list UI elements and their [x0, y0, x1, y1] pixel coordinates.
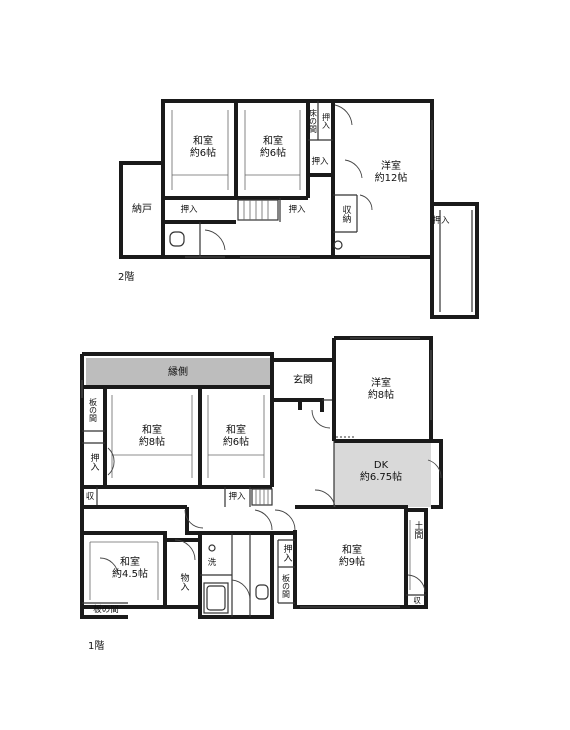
- floor2-washitsu-a-label: 和室 約6帖: [190, 136, 216, 160]
- floor1-engawa: 縁側: [168, 367, 188, 378]
- floor1-yoshitsu-name: 洋室: [371, 378, 391, 389]
- floor2-yoshitsu-label: 洋室 約12帖: [375, 161, 408, 185]
- floor1-itanoma-3: 板の間: [281, 574, 291, 598]
- floor2-oshiire-4: 押入: [321, 113, 331, 129]
- floor2-nando-label: 納戸: [132, 204, 152, 215]
- floor1-shu-1: 収: [85, 492, 95, 502]
- floor2-washitsu-b-label: 和室 約6帖: [260, 136, 286, 160]
- floor1-washitsu-b-label: 和室 約6帖: [223, 425, 249, 449]
- floor1-yoshitsu-label: 洋室 約8帖: [368, 378, 394, 402]
- floor2-washitsu-a-size: 約6帖: [189, 148, 217, 159]
- floor1-oshiire-3: 押入: [281, 544, 292, 562]
- floor1-washitsu-b-size: 約6帖: [222, 437, 250, 448]
- floor2-oshiire-5: 押入: [432, 216, 450, 226]
- floor1-title: 1階: [88, 641, 105, 652]
- floor1-washitsu-c-name: 和室: [342, 545, 362, 556]
- floor1-washitsu-c-size: 約9帖: [338, 557, 366, 568]
- floor2-yoshitsu-size: 約12帖: [374, 173, 408, 184]
- floor2-yoshitsu-name: 洋室: [380, 161, 401, 172]
- floor2-oshiire-3: 押入: [311, 157, 329, 167]
- floor1-plan: [80, 336, 443, 619]
- floor1-monoire: 物入: [178, 573, 189, 591]
- floor2-washitsu-b-name: 和室: [263, 136, 283, 147]
- floor1-shu-2: 収: [413, 596, 421, 605]
- floor1-dk-label: DK 約6.75帖: [360, 460, 402, 484]
- floor2-washitsu-b-size: 約6帖: [259, 148, 287, 159]
- floor1-washitsu-b-name: 和室: [226, 425, 246, 436]
- floor1-dk-name: DK: [373, 460, 389, 471]
- floor2-plan: [119, 99, 479, 319]
- floor1-washitsu-d-label: 和室 約4.5帖: [112, 557, 148, 581]
- floor1-washitsu-a-size: 約8帖: [138, 437, 166, 448]
- floor1-washitsu-a-name: 和室: [142, 425, 162, 436]
- floor2-shuno: 収納: [340, 205, 351, 223]
- floor2-washitsu-a-name: 和室: [193, 136, 213, 147]
- floor2-title: 2階: [118, 272, 135, 283]
- floor1-washitsu-d-name: 和室: [120, 557, 140, 568]
- floor1-washitsu-a-label: 和室 約8帖: [139, 425, 165, 449]
- floor2-oshiire-1: 押入: [180, 205, 198, 215]
- floor1-itanoma-2: 板の間: [93, 605, 119, 615]
- floor1-genkan: 玄関: [293, 375, 313, 386]
- floor1-yoshitsu-size: 約8帖: [367, 390, 395, 401]
- floor1-washitsu-c-label: 和室 約9帖: [339, 545, 365, 569]
- floor1-oshiire-2: 押入: [228, 492, 246, 502]
- floor1-oshiire-1: 押入: [88, 453, 99, 471]
- floor2-oshiire-2: 押入: [288, 205, 306, 215]
- floor1-washitsu-d-size: 約4.5帖: [112, 569, 148, 580]
- floor2-tokonoma: 床の間: [308, 109, 318, 133]
- floor1-itanoma-1: 板の間: [88, 398, 98, 422]
- floor1-dk-size: 約6.75帖: [359, 472, 403, 483]
- floor1-dodan: 土間: [412, 521, 423, 539]
- floor1-sen: 洗: [207, 558, 217, 568]
